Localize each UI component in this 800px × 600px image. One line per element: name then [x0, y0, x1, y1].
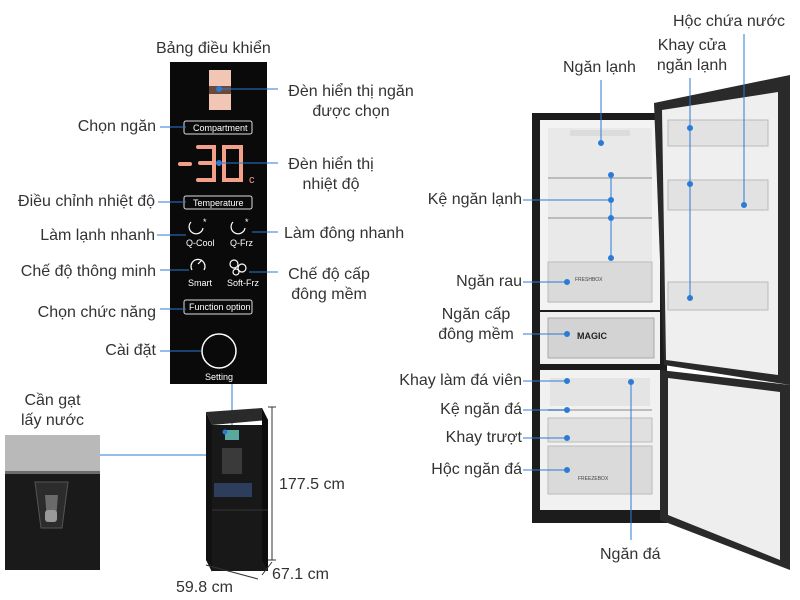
freezebox-logo: FREEZEBOX: [578, 476, 609, 482]
compartment-button-label: Compartment: [193, 123, 248, 133]
dim-depth: 67.1 cm: [272, 566, 329, 583]
label-freezer-drawer: Hộc ngăn đá: [431, 461, 522, 478]
smart-icon[interactable]: [190, 258, 206, 271]
function-option-label: Function option: [189, 302, 251, 312]
qcool-icon[interactable]: *: [188, 217, 207, 235]
svg-text:*: *: [245, 217, 249, 227]
open-fridge-image: FRESHBOX MAGIC FREEZEBOX: [532, 75, 790, 570]
qcool-label: Q-Cool: [186, 238, 215, 248]
label-smart-mode: Chế độ thông minh: [20, 263, 156, 280]
qfrz-label: Q-Frz: [230, 238, 253, 248]
function-option-button[interactable]: [183, 299, 253, 315]
magic-logo: MAGIC: [577, 331, 607, 341]
label-select-zone: Chọn ngăn: [77, 118, 156, 135]
qfrz-icon[interactable]: *: [230, 217, 249, 235]
label-adjust-temp: Điều chỉnh nhiệt độ: [18, 193, 155, 210]
softfrz-label: Soft-Frz: [227, 278, 260, 288]
label-veg-drawer: Ngăn rau: [456, 273, 522, 290]
label-water-box: Hộc chứa nước: [673, 13, 785, 30]
temperature-display: [178, 145, 243, 182]
temperature-button-label: Temperature: [193, 198, 244, 208]
label-fridge-compartment: Ngăn lạnh: [563, 59, 636, 76]
panel-title: Bảng điều khiển: [156, 40, 271, 57]
label-freezer-compartment: Ngăn đá: [600, 546, 661, 563]
label-quick-cool: Làm lạnh nhanh: [40, 227, 155, 244]
dimension-lines: [205, 406, 276, 580]
display-unit: c: [249, 174, 255, 186]
label-settings: Cài đặt: [105, 342, 156, 359]
dim-width: 59.8 cm: [176, 579, 233, 596]
svg-text:*: *: [203, 217, 207, 227]
dim-height: 177.5 cm: [279, 476, 345, 493]
freshbox-logo: FRESHBOX: [575, 277, 603, 283]
smart-label: Smart: [188, 278, 213, 288]
setting-label: Setting: [205, 372, 233, 382]
label-select-function: Chọn chức năng: [37, 304, 156, 321]
small-fridge-image: [206, 408, 268, 572]
setting-button[interactable]: [201, 333, 237, 369]
control-panel: c * *: [170, 62, 267, 384]
water-lever-photo: [5, 435, 100, 570]
label-sliding-tray: Khay trượt: [445, 429, 522, 446]
soft-freeze-icon[interactable]: [229, 259, 247, 276]
label-quick-freeze: Làm đông nhanh: [284, 225, 405, 242]
label-freezer-shelf: Kệ ngăn đá: [440, 401, 522, 418]
fridge-leaders: [523, 34, 747, 540]
label-ice-tray: Khay làm đá viên: [399, 372, 522, 389]
label-fridge-shelf: Kệ ngăn lạnh: [427, 191, 522, 208]
